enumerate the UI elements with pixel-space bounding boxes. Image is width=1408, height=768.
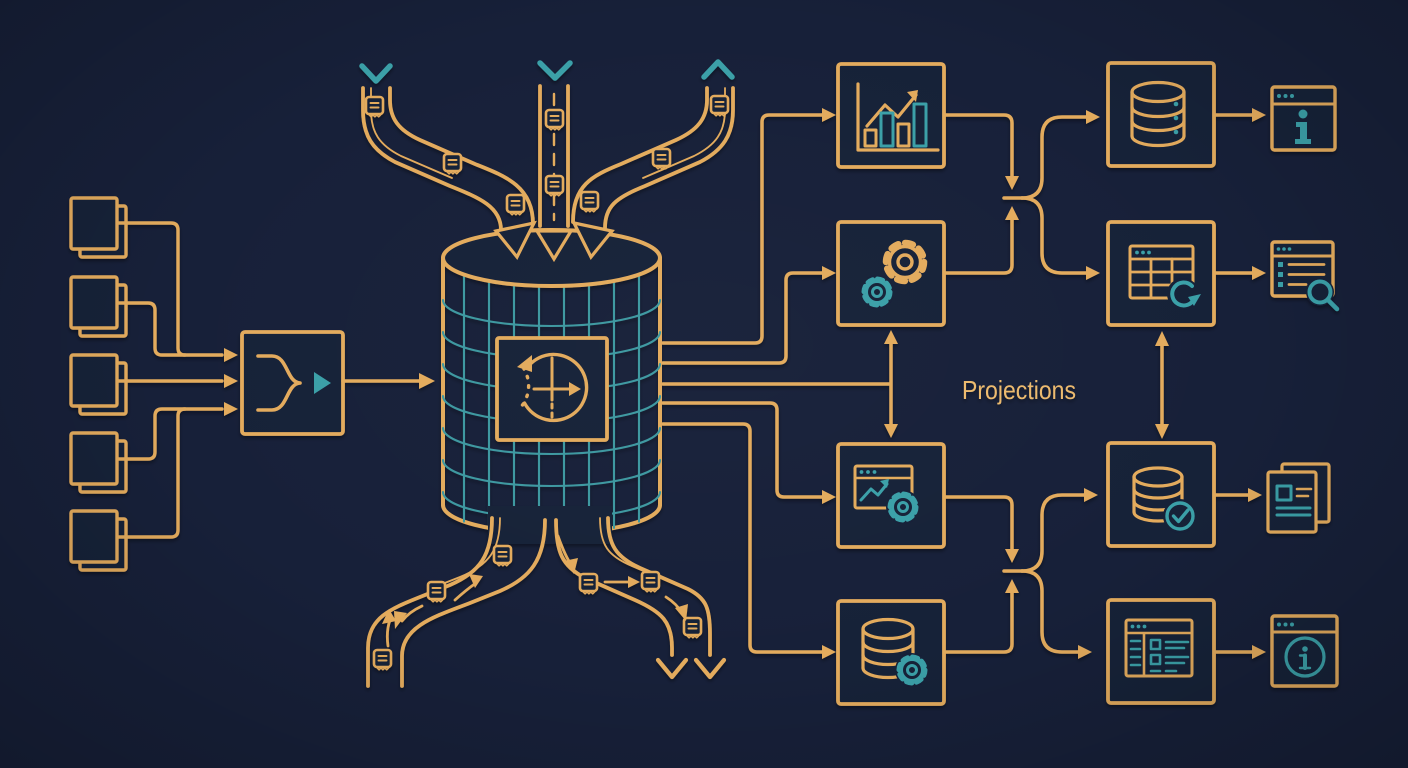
event-receipt-icon [372,648,393,672]
event-store [441,228,662,535]
database-gear-icon [861,617,929,687]
event-receipt-icon [544,108,565,132]
pipe-arrowhead [571,220,615,260]
event-stream-pipe-icon [366,516,547,688]
database-icon [1130,80,1186,148]
event-receipt-icon [578,572,599,596]
event-receipt-icon [505,193,526,217]
event-stream-pipe-icon [538,84,570,228]
store-database-check [1106,441,1216,548]
output-info-circle [1270,614,1339,688]
event-receipt-icon [442,152,463,176]
list-browser-icon [1124,618,1194,678]
history-clock-icon [517,352,589,423]
chevron-up-icon [701,59,735,80]
arrowhead [822,108,836,122]
source-documents [69,196,128,572]
projection-junction-top [944,110,1100,280]
output-documents [1266,462,1331,534]
flow-arrow [400,604,424,623]
source-connectors [116,221,238,539]
merge-funnel-icon [256,354,331,412]
flow-arrow [385,618,392,648]
search-icon [1306,278,1340,312]
output-info-window [1270,85,1337,152]
double-chevron-down-icon [655,657,727,680]
chevron-down-icon [359,63,393,84]
document-stack-icon [69,353,128,416]
event-receipt-icon [709,94,730,118]
arrowhead [419,373,435,389]
document-stack-icon [69,275,128,338]
outbound-event-pipes [366,506,727,688]
arrowhead [224,348,238,362]
arrowhead [822,645,836,659]
event-store-output-lines [661,108,898,659]
bidirectional-arrow [884,330,898,438]
processor-analytics [836,62,946,169]
pipe-arrowhead [534,229,574,263]
info-circle-window-icon [1270,614,1339,688]
store-table [1106,220,1216,327]
document-stack-icon [69,509,128,572]
store-list-browser [1106,598,1216,705]
arrowhead [822,266,836,280]
analytics-chart-icon [856,82,940,152]
event-receipt-icon [426,580,447,604]
inbound-event-pipes [359,59,735,263]
merge-node [240,330,435,436]
event-receipt-icon [364,95,385,119]
gears-icon [860,243,924,309]
documents-icon [1266,462,1331,534]
event-receipt-icon [640,570,661,594]
event-receipt-icon [544,174,565,198]
pipe-arrowhead [493,220,537,260]
processor-database [836,599,946,706]
bidirectional-arrow [1155,331,1169,439]
document-stack-icon [69,196,128,259]
check-circle-icon [1165,501,1195,531]
projections-label: Projections [962,375,1076,405]
history-clock-badge [495,336,609,442]
flow-arrow [453,581,478,602]
event-receipt-icon [579,190,600,214]
store-database [1106,61,1216,168]
event-stream-pipe-icon [554,516,727,680]
search-results-window-icon [1270,240,1340,312]
browser-trend-gear-icon [853,464,920,524]
event-stream-pipe-icon [361,86,535,232]
refresh-icon [1170,280,1201,308]
arrowhead [224,374,238,388]
play-triangle-icon [314,372,331,394]
info-icon [1295,109,1311,144]
processor-gears [836,220,946,327]
chevron-down-icon [537,60,573,81]
event-receipt-icon [651,147,672,171]
processor-monitor [836,442,946,549]
event-stream-pipe-icon [571,86,735,230]
projection-junction-bottom [944,488,1098,659]
event-receipt-icon [682,616,703,640]
document-stack-icon [69,431,128,494]
store-output-arrows [1214,108,1266,659]
output-search-results [1270,240,1340,312]
arrowhead [822,490,836,504]
arrowhead [224,402,238,416]
event-receipt-icon [492,544,513,568]
table-refresh-icon [1128,244,1201,310]
info-circle-icon [1284,636,1326,678]
info-window-icon [1270,85,1337,152]
database-check-icon [1132,466,1197,533]
